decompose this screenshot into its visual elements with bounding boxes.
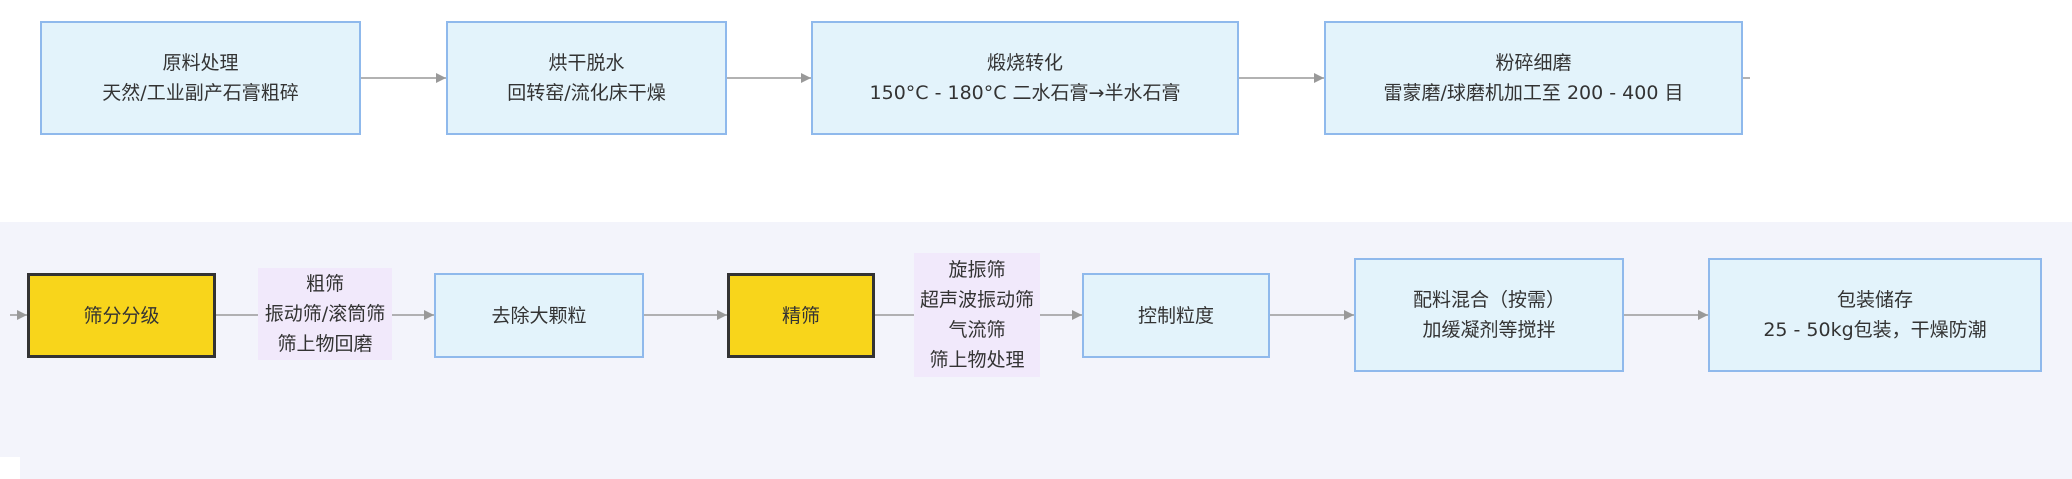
edge-label-line: 振动筛/滚筒筛	[264, 303, 386, 325]
node-title: 控制粒度	[1137, 304, 1214, 327]
edge-label-line: 旋振筛	[948, 259, 1006, 281]
node-title: 配料混合（按需）	[1412, 289, 1565, 311]
node-title: 筛分分级	[83, 304, 160, 327]
edge-label-line: 筛上物回磨	[277, 333, 373, 355]
edge-label-fine-screening: 旋振筛 超声波振动筛 气流筛 筛上物处理	[914, 253, 1040, 377]
node-remove-large-particles: 去除大颗粒	[434, 273, 644, 358]
edge-label-line: 粗筛	[305, 273, 344, 295]
node-detail: 雷蒙磨/球磨机加工至 200 - 400 目	[1383, 82, 1684, 104]
node-title: 去除大颗粒	[491, 304, 587, 327]
node-detail: 回转窑/流化床干燥	[507, 82, 666, 104]
node-detail: 150°C - 180°C 二水石膏→半水石膏	[869, 82, 1181, 104]
node-detail: 天然/工业副产石膏粗碎	[102, 82, 299, 104]
node-title: 烘干脱水	[548, 52, 625, 74]
edge-label-line: 筛上物处理	[929, 349, 1025, 371]
node-title: 煅烧转化	[986, 52, 1063, 74]
node-title: 精筛	[781, 304, 820, 327]
node-batching-mixing: 配料混合（按需） 加缓凝剂等搅拌	[1354, 258, 1624, 372]
edge-label-coarse-screening: 粗筛 振动筛/滚筒筛 筛上物回磨	[258, 268, 392, 360]
node-calcination: 煅烧转化 150°C - 180°C 二水石膏→半水石膏	[811, 21, 1239, 135]
node-packaging-storage: 包装储存 25 - 50kg包装，干燥防潮	[1708, 258, 2042, 372]
node-detail: 25 - 50kg包装，干燥防潮	[1763, 319, 1987, 341]
node-title: 包装储存	[1836, 289, 1913, 311]
node-screening-classification: 筛分分级	[27, 273, 216, 358]
node-title: 原料处理	[162, 52, 239, 74]
bottom-band	[20, 457, 2072, 479]
node-detail: 加缓凝剂等搅拌	[1422, 319, 1556, 341]
node-control-particle-size: 控制粒度	[1082, 273, 1270, 358]
edge-label-line: 超声波振动筛	[919, 289, 1034, 311]
node-fine-screening: 精筛	[727, 273, 875, 358]
edge-label-line: 气流筛	[948, 319, 1006, 341]
node-title: 粉碎细磨	[1495, 52, 1572, 74]
node-raw-material-processing: 原料处理 天然/工业副产石膏粗碎	[40, 21, 361, 135]
node-fine-grinding: 粉碎细磨 雷蒙磨/球磨机加工至 200 - 400 目	[1324, 21, 1743, 135]
node-drying-dehydration: 烘干脱水 回转窑/流化床干燥	[446, 21, 727, 135]
